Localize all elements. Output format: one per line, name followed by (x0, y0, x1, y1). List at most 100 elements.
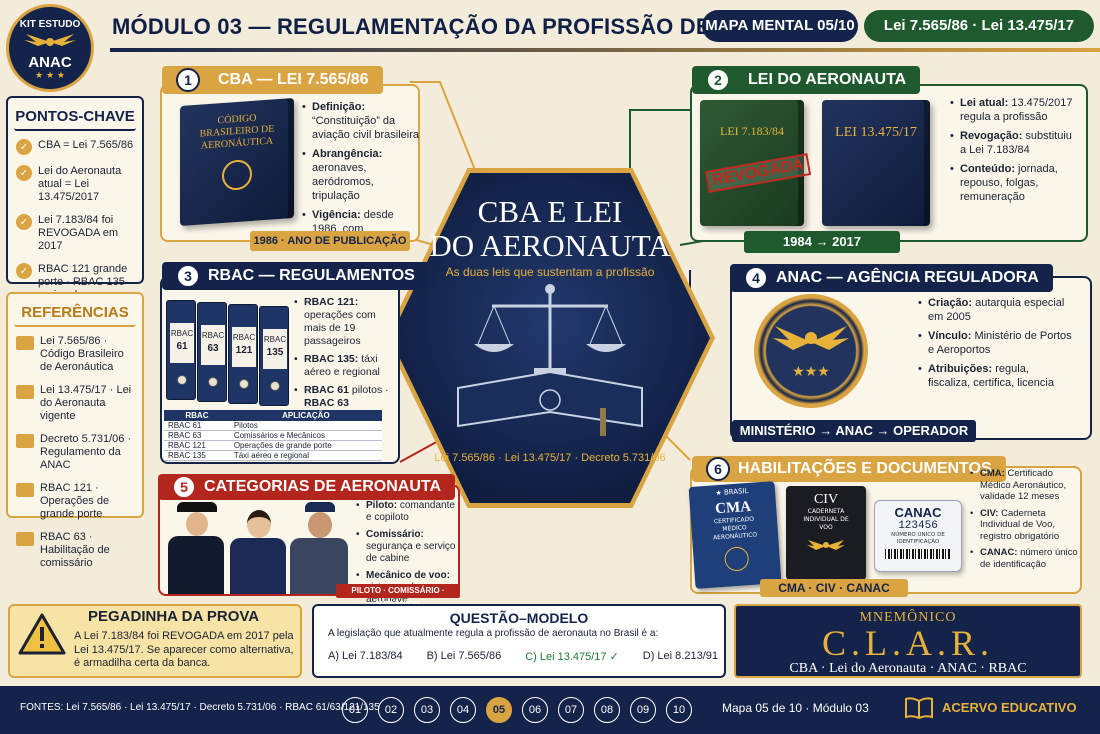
book-icon (16, 385, 34, 399)
bullet-key: CANAC: (980, 547, 1018, 558)
reference-text: Lei 7.565/86 · Código Brasileiro de Aero… (40, 335, 124, 373)
table-cell: RBAC 63 (164, 430, 230, 441)
section-number: 3 (176, 264, 200, 288)
bullet-value: aeronaves, aeródromos, tripulação (312, 162, 374, 202)
bullet-key: RBAC 135: (304, 353, 359, 365)
bullet-item: Lei atual: 13.475/2017 regula a profissã… (950, 96, 1080, 124)
eagle-wings-icon (773, 326, 849, 350)
section-aeronauta-law-title: 2 LEI DO AERONAUTA (692, 66, 921, 94)
section-number: 1 (176, 68, 200, 92)
footer-brand: ACERVO EDUCATIVO (942, 700, 1077, 715)
anac-seal-image: ★★★ (754, 294, 868, 408)
documents-bullets: CMA: Certificado Médico Aeronáutico, val… (970, 468, 1080, 575)
section-cba-title: 1 CBA — LEI 7.565/86 (162, 66, 383, 94)
bullet-value: “Constituição” da aviação civil brasilei… (312, 115, 419, 141)
open-book-icon (905, 697, 933, 720)
book-icon (16, 336, 34, 350)
reference-item: RBAC 121 · Operações de grande porte (8, 478, 142, 527)
reference-text: Decreto 5.731/06 · Regulamento da ANAC (40, 433, 132, 471)
page-indicator-06[interactable]: 06 (522, 697, 548, 723)
page-indicator-05[interactable]: 05 (486, 697, 512, 723)
bullet-item: CMA: Certificado Médico Aeronáutico, val… (970, 468, 1080, 503)
key-point-item: ✓CBA = Lei 7.565/86 (8, 135, 142, 161)
table-cell: RBAC 135 (164, 450, 230, 461)
bullet-item: Revogação: substituiu a Lei 7.183/84 (950, 129, 1080, 157)
table-header-cell: RBAC (164, 410, 230, 421)
flight-mechanic-figure (290, 502, 350, 594)
binder-label-top: RBAC (201, 331, 225, 340)
section-rbac-title: 3 RBAC — REGULAMENTOS (162, 262, 429, 290)
cba-book-emblem-icon (222, 158, 252, 192)
badge-mind-map: MAPA MENTAL 05/10 (702, 10, 858, 42)
bullet-value: jornada, repouso, folgas, remuneração (960, 163, 1058, 203)
reference-item: Decreto 5.731/06 · Regulamento da ANAC (8, 429, 142, 478)
binder-label-top: RBAC (170, 329, 194, 338)
book-icon (16, 434, 34, 448)
bullet-value: Certificado Médico Aeronáutico, validade… (980, 468, 1067, 502)
bullet-key: Revogação: (960, 130, 1023, 142)
page-indicator-02[interactable]: 02 (378, 697, 404, 723)
table-cell: Operações de grande porte (229, 440, 382, 451)
reference-item: Lei 7.565/86 · Código Brasileiro de Aero… (8, 331, 142, 380)
page-indicator-04[interactable]: 04 (450, 697, 476, 723)
anac-bullets: Criação: autarquia especial em 2005Víncu… (918, 296, 1074, 395)
page-indicator-03[interactable]: 03 (414, 697, 440, 723)
header-underline (110, 48, 1100, 52)
answer-option[interactable]: D) Lei 8.213/91 (642, 650, 718, 662)
reference-text: RBAC 63 · Habilitação de comissário (40, 531, 110, 569)
section-number: 2 (706, 68, 730, 92)
law-timeline-tag: 1984 → 2017 (744, 231, 900, 253)
reference-text: Lei 13.475/17 · Lei do Aeronauta vigente (40, 384, 132, 422)
bullet-value: Caderneta Individual de Voo, registro ob… (980, 507, 1060, 542)
bullet-item: Atribuições: regula, fiscaliza, certific… (918, 362, 1074, 390)
bullet-key: Vigência: (312, 209, 361, 221)
bullet-key: Lei atual: (960, 97, 1009, 109)
book-icon (16, 532, 34, 546)
cma-doc-emblem-icon (723, 546, 750, 572)
answer-option[interactable]: C) Lei 13.475/17 ✓ (525, 651, 619, 663)
section-categories-title: 5 CATEGORIAS DE AERONAUTA (158, 474, 456, 500)
bullet-key: RBAC 121: (304, 296, 359, 308)
page-indicator-08[interactable]: 08 (594, 697, 620, 723)
answer-option[interactable]: B) Lei 7.565/86 (426, 650, 502, 662)
barcode-icon (885, 549, 951, 559)
key-points-title: PONTOS-CHAVE (14, 104, 136, 131)
logo-bottom-text: ANAC (28, 54, 72, 71)
question-options: A) Lei 7.183/84 B) Lei 7.565/86 C) Lei 13.… (328, 650, 718, 663)
center-subtitle: As duas leis que sustentam a profissão (445, 265, 655, 279)
rbac-binder: RBAC 63 (197, 302, 227, 402)
logo-top-text: KIT ESTUDO (19, 19, 81, 30)
anac-hierarchy-tag: MINISTÉRIO → ANAC → OPERADOR (732, 420, 976, 442)
page-indicator-10[interactable]: 10 (666, 697, 692, 723)
section-title-text: HABILITAÇÕES E DOCUMENTOS (738, 460, 992, 477)
bullet-item: RBAC 135: táxi aéreo e regional (294, 353, 398, 379)
civ-doc-title: CIV (813, 492, 839, 507)
pilot-figure (168, 502, 226, 594)
binder-label-number: 63 (207, 343, 219, 354)
logo-badge: KIT ESTUDO ANAC ★ ★ ★ (6, 4, 94, 92)
page-indicator-07[interactable]: 07 (558, 697, 584, 723)
flight-attendant-figure (230, 506, 288, 594)
aeronauta-law-bullets: Lei atual: 13.475/2017 regula a profissã… (950, 96, 1080, 209)
canac-number: 123456 (898, 520, 938, 532)
bullet-item: CANAC: número único de identificação (970, 547, 1080, 570)
binder-ring-hole (208, 377, 218, 387)
section-title-text: RBAC — REGULAMENTOS (208, 267, 415, 284)
page-indicator-09[interactable]: 09 (630, 697, 656, 723)
bullet-item: Criação: autarquia especial em 2005 (918, 296, 1074, 324)
badge-laws: Lei 7.565/86 · Lei 13.475/17 (864, 10, 1094, 42)
cba-book-title: CÓDIGO BRASILEIRO DE AERONÁUTICA (199, 112, 275, 152)
cma-document-image: ★ BRASIL CMA CERTIFICADO MÉDICO AERONÁUT… (688, 481, 782, 589)
key-point-item: ✓Lei do Aeronauta atual = Lei 13.475/201… (8, 161, 142, 210)
table-cell: RBAC 61 (164, 421, 230, 431)
page-indicator-01[interactable]: 01 (342, 697, 368, 723)
binder-label-number: 135 (266, 347, 284, 358)
center-title-line1: CBA E LEI (477, 194, 623, 229)
answer-option[interactable]: A) Lei 7.183/84 (328, 650, 403, 662)
binder-ring-hole (177, 375, 187, 385)
trap-title: PEGADINHA DA PROVA (88, 608, 260, 625)
